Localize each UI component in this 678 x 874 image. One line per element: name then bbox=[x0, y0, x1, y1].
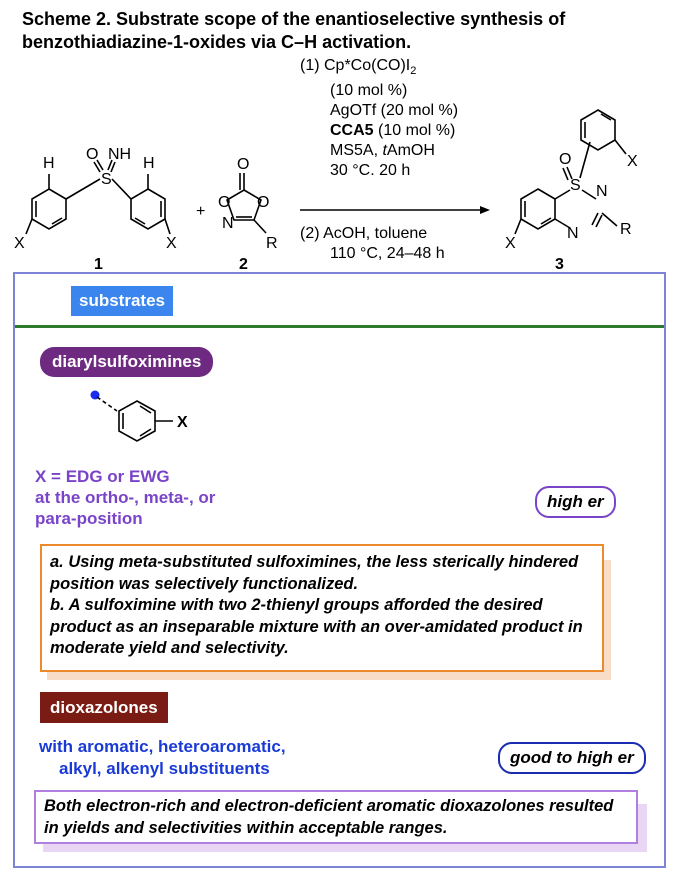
cond2-line2: 110 °C, 24–48 h bbox=[330, 245, 445, 262]
atom-x-product-aryl: X bbox=[627, 153, 638, 170]
aryl-substituent-drawing: X bbox=[90, 390, 188, 442]
dioxazolone-ring bbox=[226, 189, 262, 221]
compound-3-number: 3 bbox=[555, 256, 564, 273]
substituent-x-label: X bbox=[177, 414, 188, 431]
conditions-step1: (1) Cp*Co(CO)I2 (10 mol %) AgOTf (20 mol… bbox=[300, 56, 458, 181]
atom-s-1: S bbox=[101, 171, 112, 188]
compound-2-number: 2 bbox=[239, 256, 248, 273]
atom-n-ring: N bbox=[222, 215, 234, 232]
compound-1-number: 1 bbox=[94, 256, 103, 273]
atom-s-product: S bbox=[570, 177, 581, 194]
atom-x-right: X bbox=[166, 235, 177, 252]
dioxazolone-note: Both electron-rich and electron-deficien… bbox=[34, 790, 638, 844]
atom-n-product-1: N bbox=[596, 183, 608, 200]
atom-r-2: R bbox=[266, 235, 278, 252]
atom-nh: NH bbox=[108, 146, 131, 163]
scheme-title-line1: Scheme 2. Substrate scope of the enantio… bbox=[22, 9, 566, 29]
diox-line1: with aromatic, heteroaromatic, bbox=[39, 737, 286, 756]
cond-line2: (10 mol %) bbox=[330, 82, 408, 100]
atom-x-left: X bbox=[14, 235, 25, 252]
scheme-title: Scheme 2. Substrate scope of the enantio… bbox=[22, 8, 662, 54]
dioxazolone-note-text: Both electron-rich and electron-deficien… bbox=[44, 797, 614, 837]
atom-r-product: R bbox=[620, 221, 632, 238]
section-divider bbox=[15, 325, 664, 328]
reaction-scheme-drawing: H O NH H S X X 1 + O O O N R 2 O S N N R… bbox=[14, 109, 638, 273]
cond-line5: MS5A, tAmOH bbox=[330, 142, 435, 160]
atom-o-carbonyl: O bbox=[237, 156, 249, 173]
plus-sign: + bbox=[196, 203, 205, 220]
sulfoximine-notes: a. Using meta-substituted sulfoximines, … bbox=[40, 544, 604, 672]
conditions-step2: (2) AcOH, toluene 110 °C, 24–48 h bbox=[300, 224, 445, 264]
substrate-scope-panel: substrates diarylsulfoximines X X = EDG … bbox=[13, 272, 666, 868]
dioxazolones-tag: dioxazolones bbox=[40, 692, 168, 723]
reaction-scheme: H O NH H S X X 1 + O O O N R 2 O S N N R… bbox=[0, 56, 678, 273]
atom-h-left: H bbox=[43, 155, 55, 172]
atom-o-1: O bbox=[86, 146, 98, 163]
good-to-high-er-badge: good to high er bbox=[498, 742, 646, 774]
cond-line6: 30 °C. 20 h bbox=[330, 162, 411, 180]
atom-o-ring-2: O bbox=[257, 194, 269, 211]
cond-line4: CCA5 (10 mol %) bbox=[330, 122, 456, 140]
atom-x-product: X bbox=[505, 235, 516, 252]
high-er-badge: high er bbox=[535, 486, 616, 518]
substituent-description: X = EDG or EWG at the ortho-, meta-, or … bbox=[35, 467, 216, 528]
atom-o-product: O bbox=[559, 151, 571, 168]
product-aryl-ring bbox=[580, 109, 616, 151]
diarylsulfoximines-tag: diarylsulfoximines bbox=[40, 347, 214, 377]
atom-o-ring: O bbox=[218, 194, 230, 211]
dioxazolone-scope-text: with aromatic, heteroaromatic, alkyl, al… bbox=[39, 736, 286, 780]
substrates-tag: substrates bbox=[71, 286, 173, 316]
atom-h-right: H bbox=[143, 155, 155, 172]
product-benzene-ring bbox=[520, 188, 556, 230]
note-a-item: a. Using meta-substituted sulfoximines, … bbox=[50, 553, 579, 593]
aryl-ring bbox=[118, 400, 156, 442]
diox-line2: alkyl, alkenyl substituents bbox=[59, 759, 270, 778]
atom-n-product-2: N bbox=[567, 225, 579, 242]
right-benzene-ring bbox=[130, 188, 166, 230]
left-benzene-ring bbox=[31, 188, 67, 230]
cond-line1: (1) Cp*Co(CO)I2 bbox=[300, 57, 417, 78]
scheme-atom-labels: H O NH H S X X 1 + O O O N R 2 O S N N R… bbox=[14, 146, 638, 273]
note-b-item: b. A sulfoximine with two 2-thienyl grou… bbox=[50, 596, 583, 657]
scheme-title-line2: benzothiadiazine-1-oxides via C–H activa… bbox=[22, 32, 412, 52]
reaction-arrowhead bbox=[480, 206, 490, 214]
cond2-line1: (2) AcOH, toluene bbox=[300, 225, 428, 242]
cond-line3: AgOTf (20 mol %) bbox=[330, 102, 459, 120]
